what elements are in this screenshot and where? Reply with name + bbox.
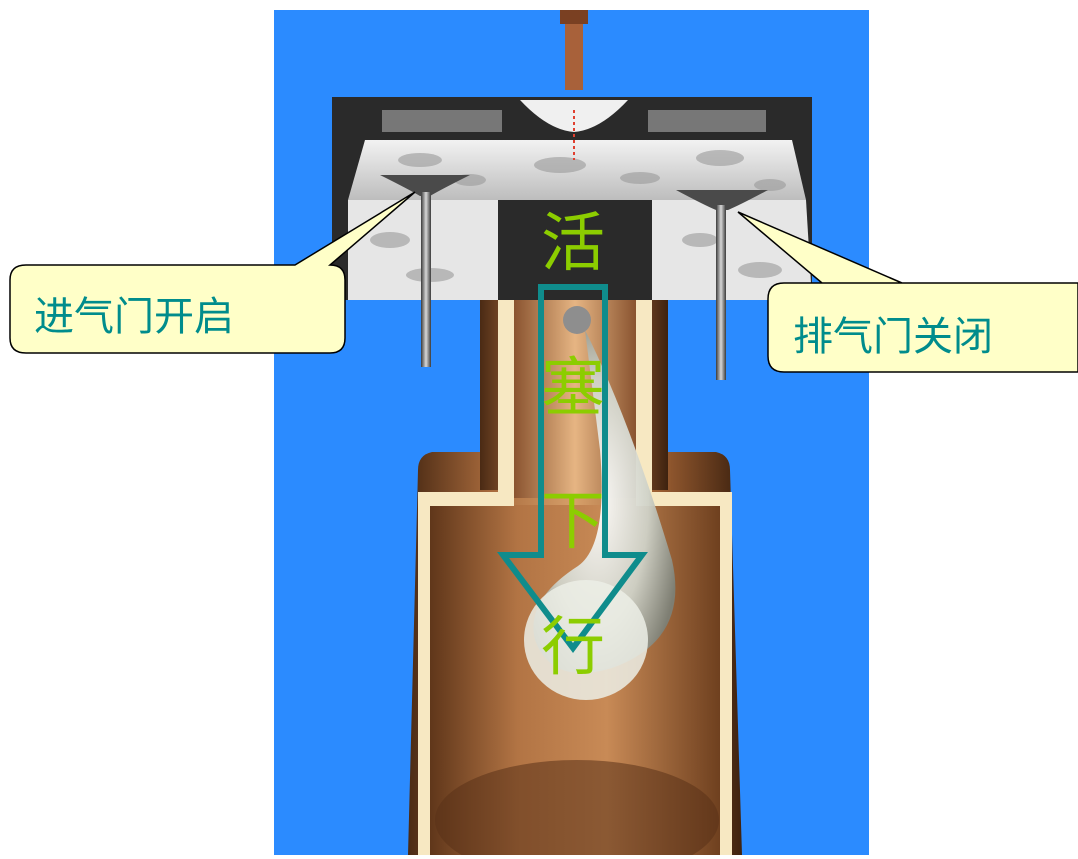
exhaust-valve-closed-label: 排气门关闭 — [793, 317, 993, 357]
piston-pin — [563, 306, 591, 334]
piston-text-char: 行 — [533, 616, 613, 680]
head-port-left — [382, 110, 502, 132]
exhaust-valve-stem — [716, 205, 726, 380]
cylinder-wall-step-left — [418, 492, 514, 506]
piston-text-char: 塞 — [533, 357, 613, 421]
cylinder-liner-right — [720, 492, 732, 855]
intake-valve-open-label: 进气门开启 — [34, 297, 234, 337]
head-port-right — [648, 110, 766, 132]
cylinder-liner-left — [418, 492, 430, 855]
piston-text-char: 活 — [533, 212, 613, 276]
intake-valve-stem — [421, 192, 431, 367]
piston-text-char: 下 — [533, 490, 613, 554]
spark-plug-cap — [560, 10, 588, 24]
